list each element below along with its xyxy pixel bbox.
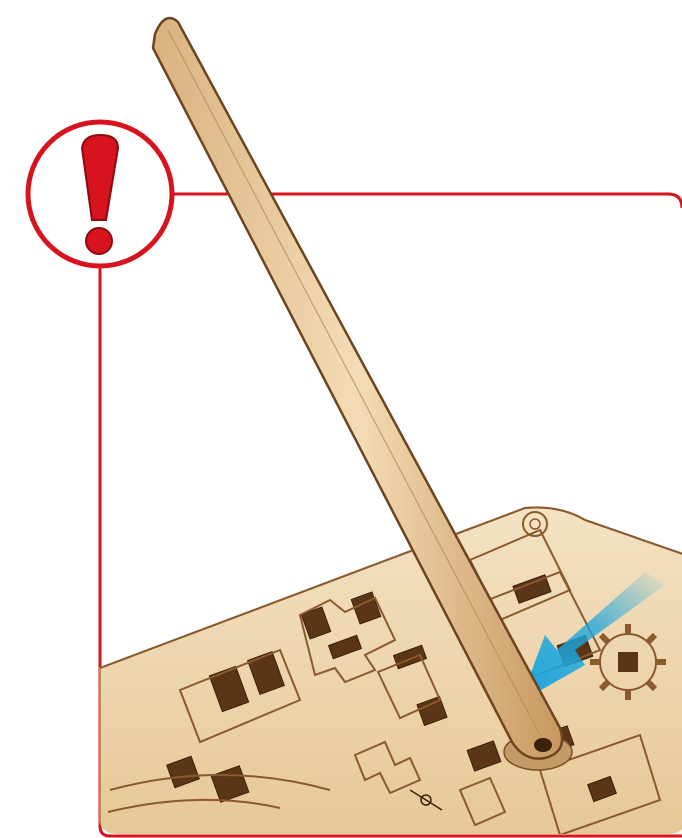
plywood-sheet	[100, 508, 682, 838]
exclamation-warning-icon	[28, 122, 172, 266]
